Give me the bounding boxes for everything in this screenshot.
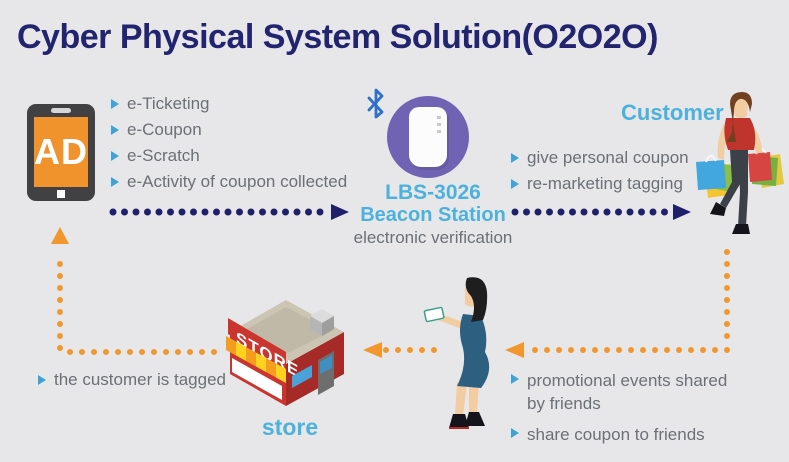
- sharer-dress: [457, 314, 490, 388]
- list-item: promotional events shared by friends: [511, 369, 743, 415]
- dotted-arrow-ad-to-beacon: [109, 204, 349, 220]
- store-window-side: [292, 365, 312, 388]
- dotted-arrow-up-to-ad: [51, 227, 69, 351]
- sharer-legs: [449, 382, 485, 429]
- list-item: share coupon to friends: [511, 423, 743, 446]
- list-item: give personal coupon: [511, 148, 689, 174]
- beacon-verification-label: electronic verification: [353, 228, 513, 247]
- bluetooth-icon: [367, 88, 384, 119]
- dotted-arrow-beacon-to-customer: [511, 204, 691, 220]
- tablet-ad-label: AD: [34, 131, 88, 172]
- store-label: store: [261, 414, 319, 440]
- triangle-bullet-icon: [111, 125, 119, 135]
- shopping-bags-right: [748, 147, 784, 188]
- triangle-bullet-icon: [111, 151, 119, 161]
- tagged-note-label: the customer is tagged: [54, 370, 226, 389]
- list-item-label: e-Coupon: [127, 120, 202, 139]
- store-illustration: STORE: [226, 300, 344, 406]
- triangle-bullet-icon: [111, 99, 119, 109]
- customer-label: Customer: [621, 100, 724, 125]
- list-item-label: e-Scratch: [127, 146, 200, 165]
- triangle-bullet-icon: [38, 375, 46, 385]
- beacon-station-label: Beacon Station: [360, 204, 506, 226]
- beacon-led: [437, 130, 441, 133]
- woman-with-phone-illustration: [423, 277, 490, 429]
- store-building: STORE: [226, 300, 344, 406]
- customer-top: [724, 118, 756, 150]
- tablet-home-button: [57, 190, 65, 198]
- list-item: e-Ticketing: [111, 94, 347, 120]
- triangle-bullet-icon: [511, 179, 519, 189]
- beacon-led: [437, 123, 441, 126]
- beacon-led: [437, 116, 441, 119]
- eservices-list: e-Ticketing e-Coupon e-Scratch e-Activit…: [111, 94, 347, 198]
- beacon-model-label: LBS-3026: [385, 181, 481, 204]
- list-item: e-Coupon: [111, 120, 347, 146]
- store-door: [318, 351, 334, 395]
- sharing-list: promotional events shared by friends sha…: [511, 369, 743, 454]
- list-item-label: re-marketing tagging: [527, 174, 683, 193]
- page-title: Cyber Physical System Solution(O2O2O): [17, 18, 658, 56]
- triangle-bullet-icon: [511, 374, 519, 384]
- list-item-label: give personal coupon: [527, 148, 689, 167]
- tablet-screen: AD: [34, 117, 88, 187]
- list-item: e-Activity of coupon collected: [111, 172, 347, 198]
- list-item-label: promotional events shared by friends: [527, 371, 728, 413]
- list-item-label: e-Ticketing: [127, 94, 210, 113]
- list-item: the customer is tagged: [38, 370, 226, 390]
- list-item-label: share coupon to friends: [527, 425, 705, 444]
- list-item: re-marketing tagging: [511, 174, 689, 200]
- customer-shopper-illustration: [696, 92, 784, 234]
- beacon-caption-block: LBS-3026 Beacon Station electronic verif…: [344, 181, 522, 248]
- coupon-list: give personal coupon re-marketing taggin…: [511, 148, 689, 200]
- customer-head: [726, 92, 752, 142]
- beacon-device-body: [409, 107, 447, 167]
- list-item-label: e-Activity of coupon collected: [127, 172, 348, 191]
- store-awning: [226, 336, 286, 383]
- list-item: e-Scratch: [111, 146, 347, 172]
- tablet-speaker: [51, 108, 71, 113]
- ad-tablet-icon: AD: [27, 104, 95, 201]
- sharer-head: [465, 277, 488, 322]
- beacon-device-icon: [387, 96, 469, 178]
- customer-legs: [710, 150, 750, 234]
- tagged-note: the customer is tagged: [38, 370, 226, 390]
- store-window-front: [232, 358, 282, 400]
- shopping-bags-left: [696, 154, 736, 198]
- triangle-bullet-icon: [511, 428, 519, 438]
- triangle-bullet-icon: [111, 177, 119, 187]
- dotted-arrow-customer-to-sharer: [505, 342, 730, 358]
- triangle-bullet-icon: [511, 153, 519, 163]
